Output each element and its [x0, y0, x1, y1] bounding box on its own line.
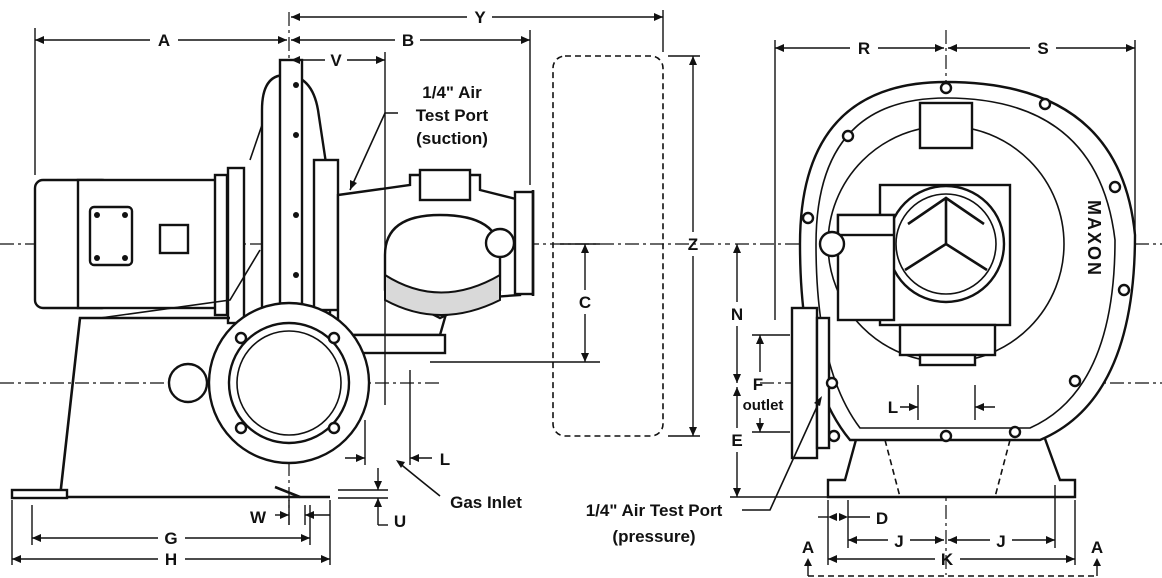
dim-s: S: [948, 39, 1136, 235]
dim-z: Z: [668, 55, 700, 437]
svg-text:F: F: [753, 375, 763, 394]
dim-v: V: [291, 51, 386, 405]
dim-j-left: J: [847, 485, 1056, 551]
dim-f: F outlet: [743, 334, 790, 433]
svg-text:Gas Inlet: Gas Inlet: [450, 493, 522, 512]
svg-text:1/4" Air Test Port: 1/4" Air Test Port: [586, 501, 723, 520]
svg-text:Y: Y: [474, 8, 486, 27]
dim-l-side: L: [345, 370, 450, 469]
note-air-test-port-suction: 1/4" Air Test Port (suction): [349, 83, 489, 191]
dim-d: D: [818, 500, 888, 528]
flange-bolt-icon: [234, 331, 341, 435]
motor: [33, 166, 246, 325]
svg-text:J: J: [894, 532, 903, 551]
dim-l-front: L: [888, 385, 995, 420]
dim-h: H: [11, 500, 331, 569]
filter-outline: [552, 55, 664, 437]
note-gas-inlet: Gas Inlet: [396, 460, 522, 512]
svg-text:S: S: [1037, 39, 1048, 58]
svg-text:N: N: [731, 305, 743, 324]
dim-g: G: [31, 505, 311, 548]
svg-text:B: B: [402, 31, 414, 50]
top-box: [918, 101, 974, 150]
brand-logo: MAXON: [1084, 200, 1104, 277]
svg-text:C: C: [579, 293, 591, 312]
dim-r: R: [774, 39, 944, 320]
svg-text:A: A: [1091, 538, 1103, 557]
svg-text:J: J: [996, 532, 1005, 551]
burner-body: [336, 168, 535, 355]
svg-text:L: L: [888, 398, 898, 417]
dim-j-right: J: [948, 532, 1055, 551]
svg-text:V: V: [330, 51, 342, 70]
inlet-assembly: [878, 183, 1012, 367]
front-base: [826, 423, 1077, 499]
dim-k: K: [827, 500, 1076, 569]
outlet-flange: [167, 301, 371, 465]
svg-text:H: H: [165, 550, 177, 569]
svg-text:E: E: [731, 431, 742, 450]
svg-text:L: L: [440, 450, 450, 469]
side-view: A B Y V: [0, 8, 730, 569]
svg-text:U: U: [394, 512, 406, 531]
svg-text:W: W: [250, 508, 267, 527]
svg-text:Test Port: Test Port: [416, 106, 489, 125]
svg-text:A: A: [802, 538, 814, 557]
control-box: [818, 213, 896, 322]
svg-text:K: K: [941, 550, 954, 569]
dim-n: N: [731, 244, 743, 383]
dim-u: U: [338, 468, 406, 531]
svg-text:outlet: outlet: [743, 397, 784, 414]
outlet-flange-front: [790, 306, 839, 460]
base-frame: [10, 249, 330, 500]
dim-a: A: [34, 28, 287, 175]
dim-w: W: [250, 500, 330, 527]
dim-e: E: [730, 387, 828, 498]
svg-text:A: A: [158, 31, 170, 50]
blower-housing: [249, 58, 340, 342]
svg-text:(pressure): (pressure): [612, 527, 695, 546]
front-view: MAXON: [586, 30, 1162, 577]
dim-c: C: [430, 243, 600, 363]
svg-text:R: R: [858, 39, 870, 58]
svg-text:(suction): (suction): [416, 129, 488, 148]
svg-text:Z: Z: [688, 235, 698, 254]
note-air-test-port-pressure: 1/4" Air Test Port (pressure): [586, 396, 822, 546]
dim-y: Y: [291, 8, 664, 52]
housing-bolt-icon: [801, 81, 1131, 443]
svg-text:G: G: [164, 529, 177, 548]
svg-text:D: D: [876, 509, 888, 528]
section-line-a: A A: [802, 538, 1103, 577]
svg-text:1/4" Air: 1/4" Air: [422, 83, 482, 102]
dim-b: B: [291, 30, 531, 185]
